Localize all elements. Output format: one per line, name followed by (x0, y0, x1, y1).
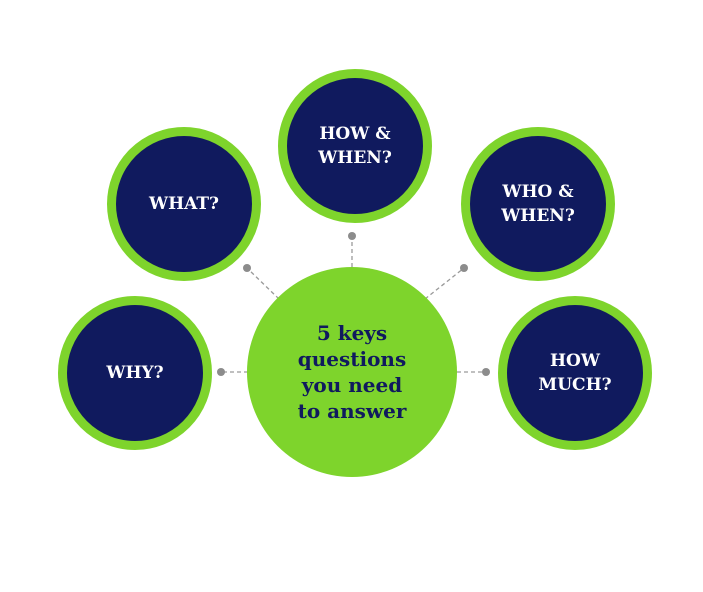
connector-why (217, 368, 248, 376)
connector-how-much (457, 368, 490, 376)
node-how-when-label: HOW & WHEN? (318, 124, 392, 168)
node-why: WHY? (58, 296, 212, 450)
node-how-when: HOW & WHEN? (278, 69, 432, 223)
connector-what (243, 264, 280, 300)
connector-how-when-dot (348, 232, 356, 240)
connector-what-dot (243, 264, 251, 272)
center-label: 5 keys questions you need to answer (297, 321, 407, 423)
node-who-when: WHO & WHEN? (461, 127, 615, 281)
connector-why-dot (217, 368, 225, 376)
connector-who-when-dot (460, 264, 468, 272)
center-circle: 5 keys questions you need to answer (247, 267, 457, 477)
node-what: WHAT? (107, 127, 261, 281)
node-what-label: WHAT? (148, 194, 220, 214)
node-how-much-label: HOW MUCH? (538, 351, 612, 395)
node-who-when-label: WHO & WHEN? (501, 182, 575, 226)
node-why-label: WHY? (106, 363, 164, 383)
connector-how-when (348, 232, 356, 267)
node-how-much: HOW MUCH? (498, 296, 652, 450)
connector-who-when (424, 264, 468, 300)
connector-how-much-dot (482, 368, 490, 376)
